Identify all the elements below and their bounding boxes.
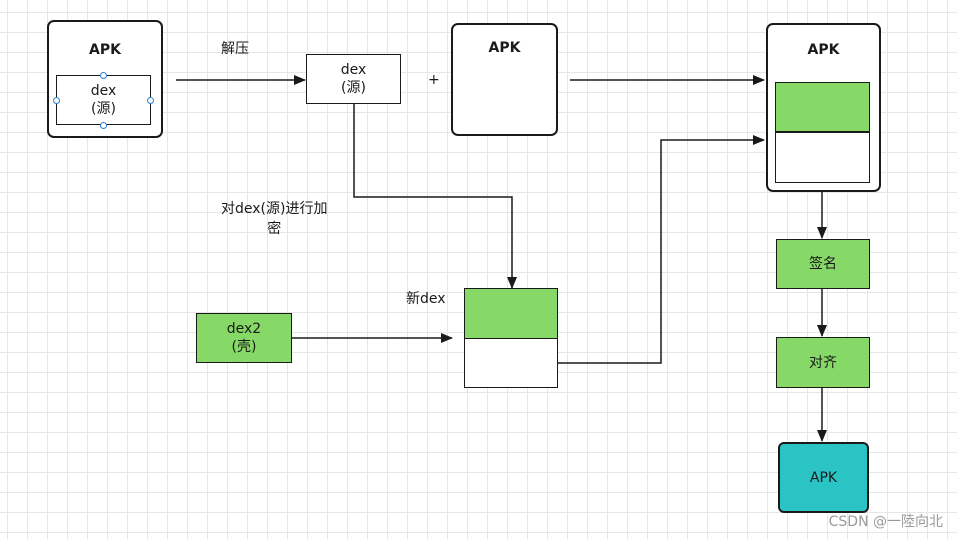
- edge-label-encrypt-line1: 对dex(源)进行加: [221, 201, 328, 217]
- apk-final-label: APK: [809, 469, 838, 486]
- edge-label-encrypt-line2: 密: [267, 221, 282, 237]
- dex2-shell-line2: (壳): [231, 339, 257, 355]
- dex-source-line1: dex: [340, 62, 367, 78]
- align-node[interactable]: [776, 337, 870, 388]
- align-label: 对齐: [809, 354, 837, 371]
- align-text: 对齐: [776, 337, 870, 388]
- dex-source-inner-text: dex (源): [56, 75, 151, 125]
- apk-final-node[interactable]: [778, 442, 869, 513]
- apk-middle-title: APK: [488, 40, 521, 56]
- sign-label: 签名: [809, 256, 837, 272]
- apk-middle-node[interactable]: APK: [451, 23, 558, 136]
- arrow-newdex-to-result: [557, 135, 765, 364]
- new-dex-label: 新dex: [406, 291, 446, 307]
- dex2-shell-line1: dex2: [226, 321, 262, 337]
- dex-source-inner-line1: dex: [90, 83, 117, 99]
- selection-handle-left[interactable]: [53, 97, 60, 104]
- new-dex-white-section[interactable]: [464, 338, 558, 388]
- dex2-shell-node[interactable]: [196, 313, 292, 363]
- apk-result-green-section[interactable]: [775, 82, 870, 132]
- sign-node[interactable]: [776, 239, 870, 289]
- arrow-dex-to-newdex: [353, 104, 517, 289]
- edge-label-encrypt: 对dex(源)进行加 密: [221, 199, 327, 239]
- watermark: CSDN @一陸向北: [828, 514, 943, 530]
- dex2-shell-text: dex2 (壳): [196, 313, 292, 363]
- sign-text: 签名: [776, 239, 870, 289]
- apk-result-title: APK: [807, 42, 840, 58]
- apk-final-text: APK: [778, 442, 869, 513]
- selection-handle-bottom[interactable]: [100, 122, 107, 129]
- plus-sign: +: [428, 72, 440, 88]
- selection-handle-right[interactable]: [147, 97, 154, 104]
- new-dex-green-section[interactable]: [464, 288, 558, 339]
- selection-handle-top[interactable]: [100, 72, 107, 79]
- edge-label-unzip: 解压: [221, 41, 249, 57]
- apk-source-title: APK: [89, 42, 121, 58]
- dex-source-line2: (源): [341, 80, 366, 96]
- dex-source-node[interactable]: [306, 54, 401, 104]
- apk-result-white-section[interactable]: [775, 132, 870, 183]
- dex-source-inner-line2: (源): [91, 101, 116, 117]
- dex-source-text: dex (源): [306, 54, 401, 104]
